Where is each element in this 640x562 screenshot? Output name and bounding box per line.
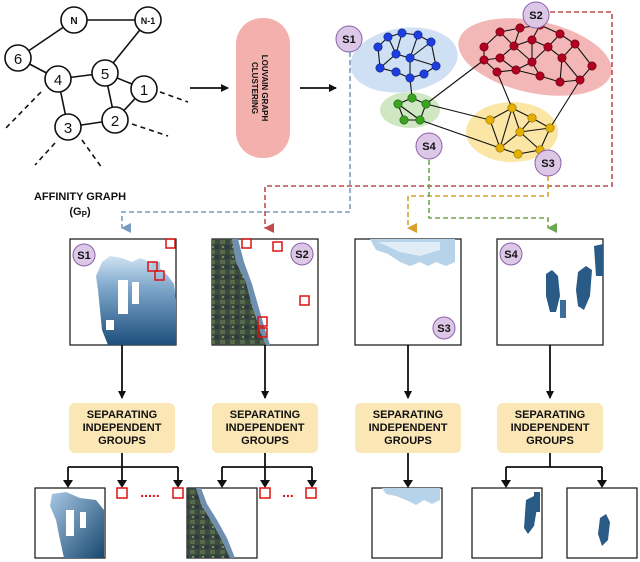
cluster-tag-s2: S2 (522, 1, 550, 29)
output-red-squares-s2 (259, 487, 317, 499)
node-label: 5 (101, 66, 109, 83)
svg-text:S4: S4 (422, 141, 436, 153)
cluster-tag-s4: S4 (415, 132, 443, 160)
cluster-tag-s1: S1 (335, 25, 363, 53)
cluster-tag-s3: S3 (534, 149, 562, 177)
output-tile-s1 (34, 487, 106, 559)
svg-text:S1: S1 (77, 250, 90, 262)
node-label: 4 (54, 72, 62, 89)
output-tile-s3 (371, 487, 443, 559)
affinity-nodes (4, 6, 162, 141)
svg-text:S2: S2 (295, 249, 308, 261)
cluster-nodes-green (393, 93, 431, 125)
affinity-graph-symbol: (GP) (69, 206, 91, 219)
tile-s3-tag: S3 (432, 316, 456, 340)
affinity-graph (3, 19, 189, 169)
node-label: 3 (64, 120, 72, 137)
tile-s1-tag: S1 (72, 243, 96, 267)
louvain-clustering-box (236, 18, 290, 158)
tile-s4-tag: S4 (499, 242, 523, 266)
cluster-regions (350, 18, 612, 162)
output-red-squares-s1 (116, 487, 184, 499)
svg-text:S4: S4 (504, 249, 518, 261)
tile-s2-red-squares (241, 238, 310, 338)
output-tile-s2 (186, 487, 258, 559)
affinity-graph-title: AFFINITY GRAPH (34, 191, 126, 203)
svg-text:S3: S3 (437, 323, 450, 335)
output-tile-s4-b (566, 487, 638, 559)
louvain-label: LOUVAIN GRAPHCLUSTERING (250, 55, 269, 122)
svg-text:S2: S2 (529, 10, 542, 22)
ellipsis-short: ... (282, 484, 294, 500)
cluster-routing-lines (121, 11, 613, 233)
svg-text:S3: S3 (541, 158, 554, 170)
down-arrows-to-separating (118, 345, 554, 399)
branch-arrows (67, 453, 603, 481)
node-label: N (70, 16, 77, 27)
cluster-nodes-yellow (485, 103, 555, 159)
tile-s1-red-squares (147, 238, 176, 281)
node-label: N-1 (141, 16, 156, 26)
cluster-nodes-blue (373, 28, 441, 83)
svg-text:S1: S1 (342, 34, 355, 46)
node-label: 6 (14, 51, 22, 68)
node-label: 1 (140, 82, 148, 99)
branch-arrowheads (63, 480, 607, 488)
ellipsis: ..... (140, 484, 159, 500)
tile-s4 (496, 238, 604, 346)
output-tile-s4-a (471, 487, 543, 559)
node-label: 2 (111, 113, 119, 130)
tile-s2-tag: S2 (290, 242, 314, 266)
